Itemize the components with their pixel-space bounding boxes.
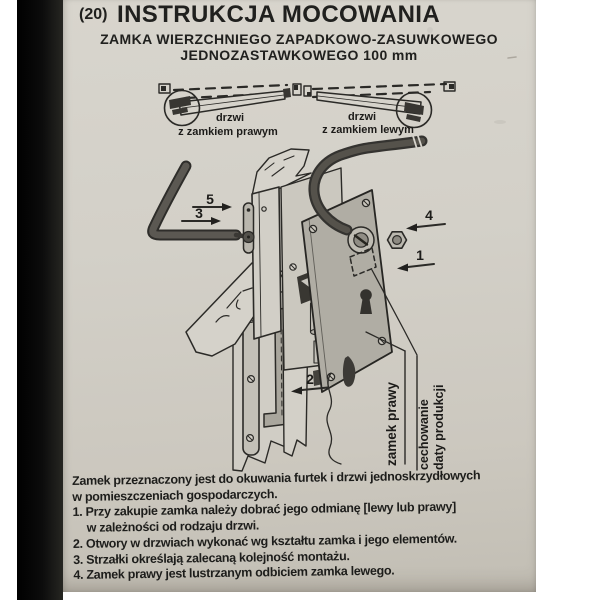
background-strip — [17, 0, 63, 600]
mounting-notes: Zamek przeznaczony jest do okuwania furt… — [72, 468, 482, 584]
page-title: INSTRUKCJA MOCOWANIA — [117, 1, 441, 28]
subtitle-line1: ZAMKA WIERZCHNIEGO ZAPADKOWO-ZASUWKOWEGO — [100, 31, 498, 47]
instruction-sheet: (20) INSTRUKCJA MOCOWANIA ZAMKA WIERZCHN… — [63, 0, 536, 592]
subtitle-line2: JEDNOZASTAWKOWEGO 100 mm — [180, 47, 418, 63]
page-number: (20) — [79, 6, 108, 23]
